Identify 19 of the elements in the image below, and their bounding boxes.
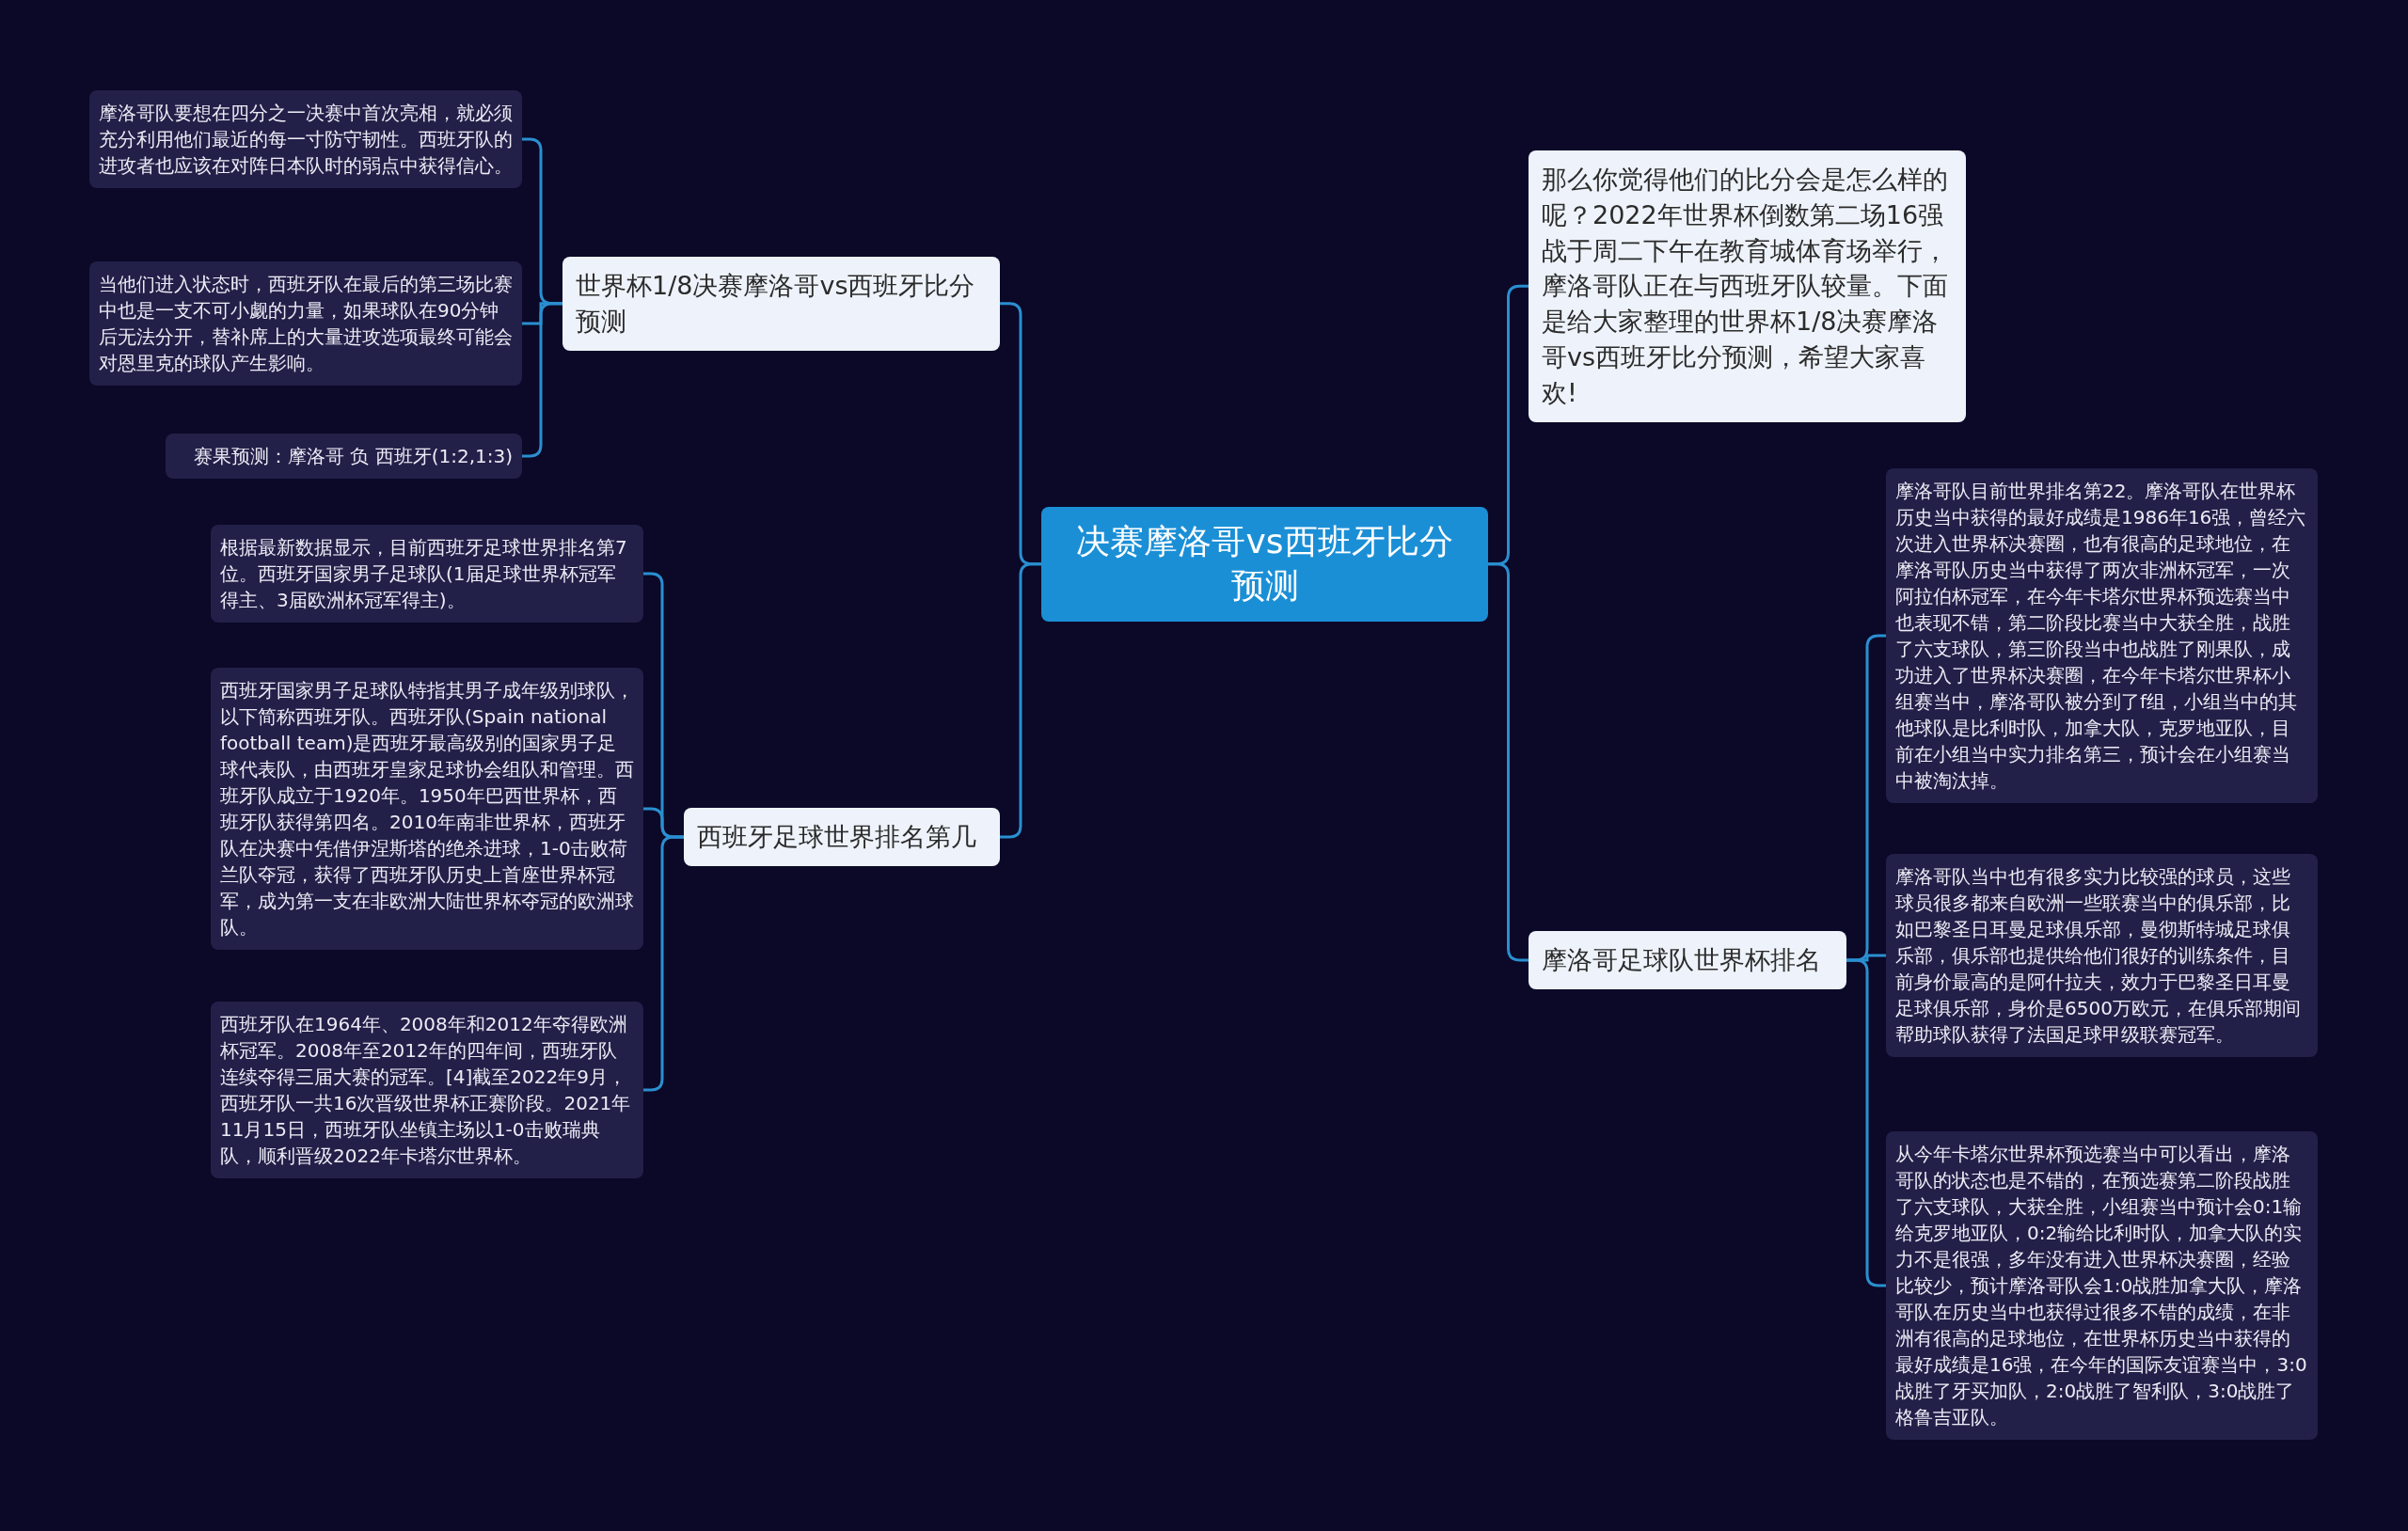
note-card: 赛果预测：摩洛哥 负 西班牙(1:2,1:3) xyxy=(166,434,522,479)
connector-line xyxy=(522,302,562,458)
note-card: 西班牙国家男子足球队特指其男子成年级别球队，以下简称西班牙队。西班牙队(Spain national football team)是西班牙最高级别的国家男子足球代表队，由西班牙皇家足球协会组队和管理。西班牙队成立于1920年。1950年巴西世界杯，西班牙队获得第四名。2010年南非世界杯，西班牙队在决赛中凭借伊涅斯塔的绝杀进球，1-0击败荷兰队夺冠，获得了西班牙队历史上首座世界杯冠军，成为第一支在非欧洲大陆世界杯夺冠的欧洲球队。 xyxy=(211,668,643,950)
connector-line xyxy=(1488,562,1529,962)
central-topic-box: 决赛摩洛哥vs西班牙比分预测 xyxy=(1041,507,1488,622)
topic-box: 那么你觉得他们的比分会是怎么样的呢？2022年世界杯倒数第二场16强战于周二下午在教育城体育场举行，摩洛哥队正在与西班牙队较量。下面是给大家整理的世界杯1/8决赛摩洛哥vs西班牙比分预测，希望大家喜欢! xyxy=(1529,150,1966,422)
note-card: 根据最新数据显示，目前西班牙足球世界排名第7位。西班牙国家男子足球队(1届足球世界杯冠军得主、3届欧洲杯冠军得主)。 xyxy=(211,525,643,623)
note-card: 摩洛哥队目前世界排名第22。摩洛哥队在世界杯历史当中获得的最好成绩是1986年16强，曾经六次进入世界杯决赛圈，也有很高的足球地位，在摩洛哥队历史当中获得了两次非洲杯冠军，一次阿拉伯杯冠军，在今年卡塔尔世界杯预选赛当中也表现不错，第二阶段比赛当中大获全胜，战胜了六支球队，第三阶段当中也战胜了刚果队，成功进入了世界杯决赛圈，在今年卡塔尔世界杯小组赛当中，摩洛哥队被分到了f组，小组当中的其他球队是比利时队，加拿大队，克罗地亚队，目前在小组当中实力排名第三，预计会在小组赛当中被淘汰掉。 xyxy=(1886,468,2318,803)
topic-box: 世界杯1/8决赛摩洛哥vs西班牙比分预测 xyxy=(562,257,1000,351)
note-card: 摩洛哥队要想在四分之一决赛中首次亮相，就必须充分利用他们最近的每一寸防守韧性。西班牙队的进攻者也应该在对阵日本队时的弱点中获得信心。 xyxy=(89,90,522,188)
note-card: 从今年卡塔尔世界杯预选赛当中可以看出，摩洛哥队的状态也是不错的，在预选赛第二阶段战胜了六支球队，大获全胜，小组赛当中预计会0:1输给克罗地亚队，0:2输给比利时队，加拿大队的实力不是很强，多年没有进入世界杯决赛圈，经验比较少，预计摩洛哥队会1:0战胜加拿大队，摩洛哥队在历史当中也获得过很多不错的成绩，在非洲有很高的足球地位，在世界杯历史当中获得的最好成绩是16强，在今年的国际友谊赛当中，3:0战胜了牙买加队，2:0战胜了智利队，3:0战胜了格鲁吉亚队。 xyxy=(1886,1131,2318,1440)
connector-line xyxy=(1000,562,1041,839)
note-card: 当他们进入状态时，西班牙队在最后的第三场比赛中也是一支不可小觑的力量，如果球队在90分钟后无法分开，替补席上的大量进攻选项最终可能会对恩里克的球队产生影响。 xyxy=(89,261,522,386)
note-card: 摩洛哥队当中也有很多实力比较强的球员，这些球员很多都来自欧洲一些联赛当中的俱乐部，比如巴黎圣日耳曼足球俱乐部，曼彻斯特城足球俱乐部，俱乐部也提供给他们很好的训练条件，目前身价最高的是阿什拉夫，效力于巴黎圣日耳曼足球俱乐部，身价是6500万欧元，在俱乐部期间帮助球队获得了法国足球甲级联赛冠军。 xyxy=(1886,854,2318,1057)
topic-box: 摩洛哥足球队世界杯排名 xyxy=(1529,931,1846,989)
connector-line xyxy=(1846,958,1886,1287)
connector-line xyxy=(643,835,684,1092)
note-card: 西班牙队在1964年、2008年和2012年夺得欧洲杯冠军。2008年至2012年的四年间，西班牙队连续夺得三届大赛的冠军。[4]截至2022年9月，西班牙队一共16次晋级世界杯正赛阶段。2021年11月15日，西班牙队坐镇主场以1-0击败瑞典队，顺利晋级2022年卡塔尔世界杯。 xyxy=(211,1002,643,1178)
topic-box: 西班牙足球世界排名第几 xyxy=(684,808,1000,866)
